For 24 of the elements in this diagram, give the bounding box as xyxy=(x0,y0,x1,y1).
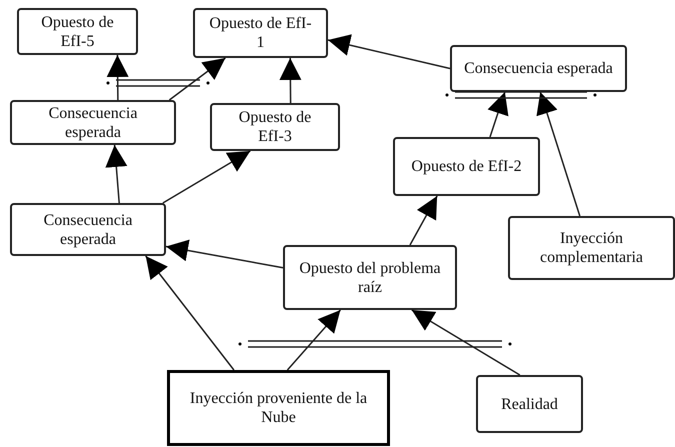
text-box: Opuesto de EfI-3 xyxy=(210,103,340,151)
arrow xyxy=(105,144,128,204)
text-box: Opuesto de EfI-1 xyxy=(193,8,328,58)
arrow xyxy=(106,55,129,100)
text-box: Consecuencia esperada xyxy=(10,203,166,256)
arrow xyxy=(536,92,581,216)
text-box: Consecuencia esperada xyxy=(450,45,627,92)
text-box: Realidad xyxy=(476,375,583,433)
arrow xyxy=(145,256,234,370)
text-box: Opuesto de EfI-2 xyxy=(393,137,540,196)
text-box: Opuesto de EfI-5 xyxy=(17,8,138,55)
text-box: Consecuencia esperada xyxy=(10,100,176,145)
arrow xyxy=(166,240,284,268)
text-box: Opuesto del problema raíz xyxy=(283,245,457,310)
text-box: Inyección complementaria xyxy=(508,216,675,280)
arrow xyxy=(286,310,341,370)
arrow xyxy=(328,34,450,70)
arrow xyxy=(411,309,520,376)
text-box: Inyección proveniente de la Nube xyxy=(167,370,390,446)
arrow xyxy=(168,57,226,101)
arrow xyxy=(488,92,508,138)
arrow xyxy=(279,58,302,103)
arrow xyxy=(162,150,251,204)
arrow xyxy=(409,196,438,246)
